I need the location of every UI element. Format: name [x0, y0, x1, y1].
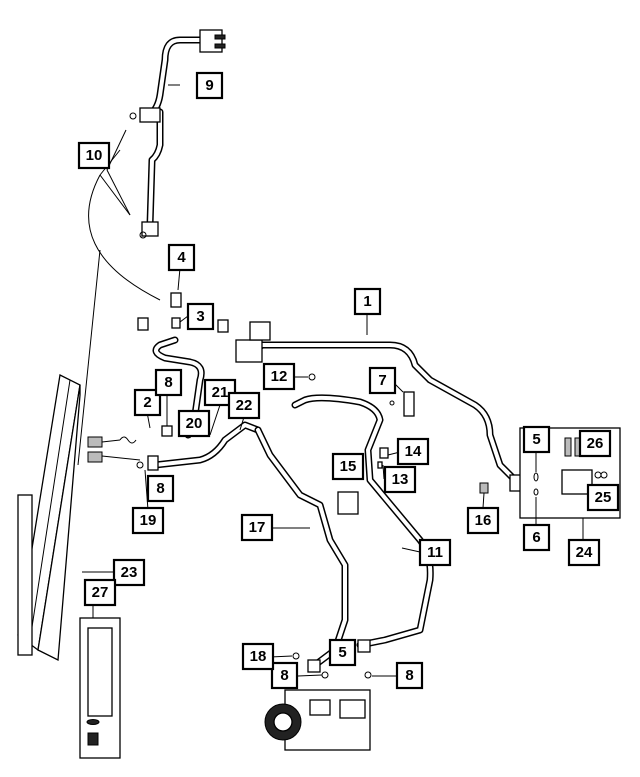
callout-11: 11 — [418, 538, 452, 567]
callout-16: 16 — [466, 506, 500, 535]
callout-8-compressor-right-label: 8 — [405, 667, 413, 684]
callout-12-label: 12 — [271, 368, 288, 385]
callout-1: 1 — [353, 287, 382, 316]
callout-26-label: 26 — [587, 435, 604, 452]
callout-5-compressor-label: 5 — [338, 644, 346, 661]
callout-9-label: 9 — [205, 77, 213, 94]
callout-8-compressor-left: 8 — [270, 661, 299, 690]
leader-arcs — [77, 149, 161, 466]
callout-19: 19 — [131, 506, 165, 535]
callout-14-label: 14 — [405, 443, 422, 460]
callout-19-label: 19 — [140, 512, 157, 529]
callout-8-compressor-right: 8 — [395, 661, 424, 690]
callout-26: 26 — [578, 429, 612, 458]
callout-9: 9 — [195, 71, 224, 100]
callout-6-label: 6 — [532, 529, 540, 546]
drier-detail-box — [79, 600, 121, 759]
callout-8-condenser-label: 8 — [156, 480, 164, 497]
callout-8-top-label: 8 — [164, 374, 172, 391]
ac-compressor — [264, 689, 371, 751]
callout-4-label: 4 — [177, 249, 186, 266]
callout-5-compressor: 5 — [328, 638, 357, 667]
callout-18: 18 — [241, 642, 275, 671]
callout-17: 17 — [240, 513, 274, 542]
callout-14: 14 — [396, 437, 430, 466]
callout-leaders — [82, 84, 537, 677]
callout-2-label: 2 — [143, 394, 151, 411]
callout-5-valve-label: 5 — [532, 431, 540, 448]
condenser — [17, 374, 141, 662]
callout-3-label: 3 — [196, 308, 204, 325]
callout-21-label: 21 — [212, 384, 229, 401]
callout-27-label: 27 — [92, 584, 109, 601]
callout-12: 12 — [262, 362, 296, 391]
callout-3: 3 — [186, 302, 215, 331]
callout-5-valve: 5 — [522, 425, 551, 454]
callout-27: 27 — [83, 578, 117, 607]
callout-10-label: 10 — [86, 147, 103, 164]
callout-23: 23 — [112, 558, 146, 587]
callout-25: 25 — [586, 483, 620, 512]
callout-15-label: 15 — [340, 458, 357, 475]
callout-13: 13 — [383, 465, 417, 494]
callout-1-label: 1 — [363, 293, 371, 310]
callout-22-label: 22 — [236, 397, 253, 414]
callout-20: 20 — [177, 409, 211, 438]
suction-line — [235, 321, 525, 492]
callout-17-label: 17 — [249, 519, 266, 536]
callout-8-top: 8 — [154, 368, 183, 397]
callout-23-label: 23 — [121, 564, 138, 581]
callout-25-label: 25 — [595, 489, 612, 506]
callout-4: 4 — [167, 243, 196, 272]
callout-6: 6 — [522, 523, 551, 552]
callout-20-label: 20 — [186, 415, 203, 432]
callout-8-condenser: 8 — [146, 474, 175, 503]
callout-15: 15 — [331, 452, 365, 481]
callout-22: 22 — [227, 391, 261, 420]
callout-24: 24 — [567, 538, 601, 567]
callout-18-label: 18 — [250, 648, 267, 665]
callout-10: 10 — [77, 141, 111, 170]
callout-13-label: 13 — [392, 471, 409, 488]
callout-7-label: 7 — [378, 372, 386, 389]
callout-24-label: 24 — [576, 544, 593, 561]
callout-16-label: 16 — [475, 512, 492, 529]
callout-8-compressor-left-label: 8 — [280, 667, 288, 684]
upper-line-assembly — [129, 29, 226, 239]
callout-7: 7 — [368, 366, 397, 395]
small-fittings — [308, 373, 489, 515]
callout-11-label: 11 — [427, 544, 443, 561]
